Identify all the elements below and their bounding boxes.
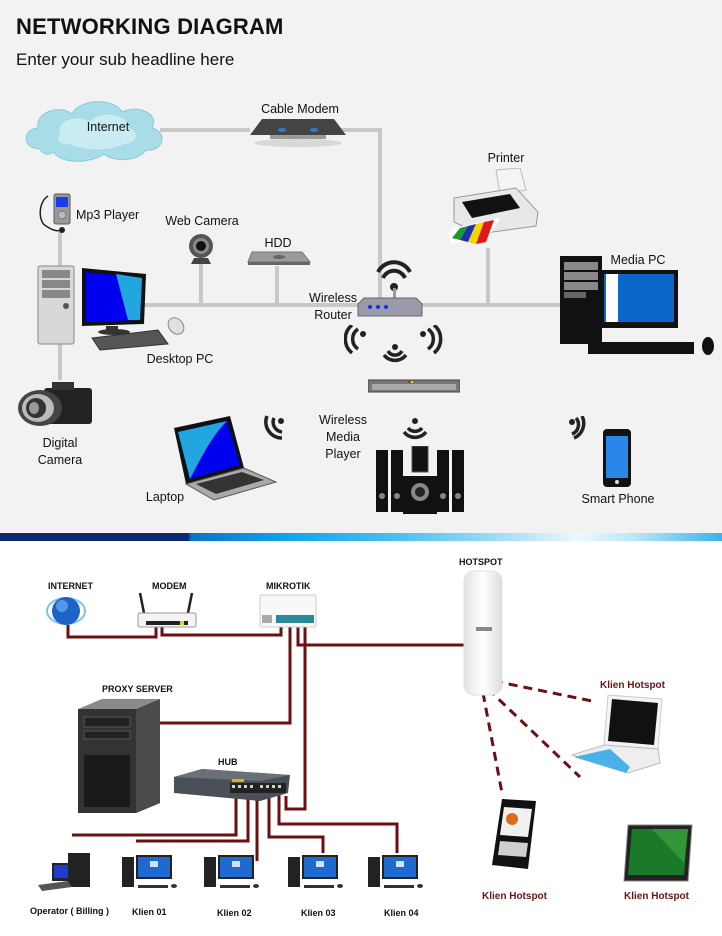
wireless-media-player-icon [374, 445, 466, 516]
label-wireless-media-player: Wireless Media Player [319, 413, 367, 461]
cable-hub-operator [72, 795, 238, 837]
label-klien-hotspot-phone: Klien Hotspot [482, 891, 547, 902]
klien-04-pc-icon [366, 853, 426, 891]
klien-02-pc-icon [202, 853, 262, 891]
label-digital-camera: Digital Camera [37, 436, 83, 467]
cable-modem-mikrotik [160, 627, 283, 637]
label-mp3-player: Mp3 Player [76, 208, 140, 222]
label-klien-hotspot-tablet: Klien Hotspot [624, 891, 689, 902]
label-klien-04: Klien 04 [384, 908, 419, 918]
klien-03-pc-icon [286, 853, 346, 891]
wired-connections [58, 128, 560, 380]
label-hdd: HDD [264, 236, 292, 250]
page-title: NETWORKING DIAGRAM [16, 14, 284, 39]
mp3-player-icon [38, 192, 74, 236]
label-modem: MODEM [152, 581, 187, 591]
internet-cloud-icon [20, 94, 170, 164]
label-web-camera: Web Camera [165, 214, 239, 228]
label-laptop: Laptop [145, 490, 185, 504]
modem-icon [136, 591, 198, 631]
media-pc-icon [558, 254, 718, 362]
cable-internet-modem [66, 625, 158, 639]
page-subtitle: Enter your sub headline here [16, 50, 235, 69]
wifi-signal-icons [343, 323, 444, 365]
cable-mikrotik-proxy [160, 627, 292, 725]
hub-switch-icon [172, 767, 292, 803]
hotspot-access-point-icon [462, 569, 504, 697]
section-divider-band [0, 533, 722, 541]
hdd-icon [246, 250, 312, 266]
wire-modem-router [330, 128, 382, 300]
phone-wifi-icon [568, 415, 590, 440]
label-printer: Printer [487, 151, 525, 165]
wireless-link-tablet [486, 687, 582, 779]
label-hub: HUB [218, 757, 238, 767]
label-klien-03: Klien 03 [301, 908, 336, 918]
digital-camera-icon [16, 380, 94, 430]
klien-01-pc-icon [120, 853, 180, 891]
networking-diagram-bottom: INTERNET MODEM MIKROTIK HOTSPOT [0, 541, 722, 936]
cable-modem-icon [248, 117, 348, 147]
cable-hub-klien01 [136, 795, 250, 843]
cable-hub-klien04 [277, 795, 399, 853]
label-wireless-router: Wireless Router [309, 291, 357, 322]
cable-mikrotik-hub [284, 627, 307, 811]
klien-hotspot-phone-icon [490, 797, 540, 871]
web-camera-icon [186, 232, 216, 266]
label-media-pc: Media PC [610, 253, 666, 267]
printer-icon [448, 167, 540, 250]
label-mikrotik: MIKROTIK [266, 581, 311, 591]
label-klien-01: Klien 01 [132, 907, 167, 917]
laptop-wifi-icon [262, 414, 288, 440]
cable-connections [66, 625, 593, 861]
wireless-router-icon [356, 254, 426, 322]
network-rack-icon [367, 378, 461, 394]
media-player-wifi-icon [402, 416, 428, 442]
label-smart-phone: Smart Phone [581, 492, 655, 506]
label-hotspot: HOTSPOT [459, 557, 503, 567]
operator-pc-icon [38, 851, 94, 891]
label-klien-hotspot-laptop: Klien Hotspot [600, 680, 665, 691]
wireless-link-phone [481, 692, 504, 794]
label-desktop-pc: Desktop PC [146, 352, 214, 366]
proxy-server-icon [76, 697, 162, 815]
cable-hub-klien03 [267, 795, 325, 853]
internet-globe-icon [46, 593, 86, 629]
klien-hotspot-tablet-icon [622, 823, 694, 887]
label-cable-modem: Cable Modem [261, 102, 339, 116]
label-internet-bottom: INTERNET [48, 581, 93, 591]
label-proxy-server: PROXY SERVER [102, 684, 173, 694]
wireless-link-laptop [493, 679, 593, 703]
laptop-icon [172, 416, 280, 506]
label-internet: Internet [86, 120, 130, 134]
networking-diagram-top: NETWORKING DIAGRAM Enter your sub headli… [0, 0, 722, 533]
mikrotik-router-icon [258, 593, 318, 629]
desktop-pc-icon [36, 264, 196, 354]
cable-mikrotik-hotspot [296, 627, 464, 647]
label-operator-billing: Operator ( Billing ) [30, 906, 110, 916]
klien-hotspot-laptop-icon [570, 693, 666, 777]
smart-phone-icon [602, 428, 632, 488]
label-klien-02: Klien 02 [217, 908, 252, 918]
